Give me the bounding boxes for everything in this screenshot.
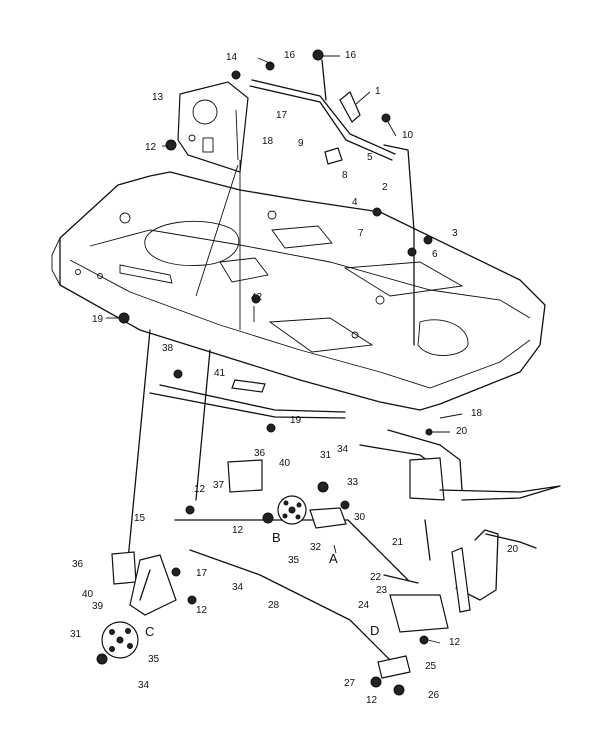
callout-31b: 31 bbox=[70, 629, 82, 640]
callout-3: 3 bbox=[452, 228, 458, 239]
callout-30: 30 bbox=[354, 512, 366, 523]
callout-12d: 12 bbox=[196, 605, 208, 616]
callout-35a: 35 bbox=[288, 555, 300, 566]
callout-12c: 12 bbox=[232, 525, 244, 536]
callout-12f: 12 bbox=[366, 695, 378, 706]
callout-22: 21 bbox=[392, 537, 404, 548]
callout-35b: 35 bbox=[148, 654, 160, 665]
callout-40b: 40 bbox=[82, 589, 94, 600]
callout-16b: 16 bbox=[345, 50, 357, 61]
callout-12e: 12 bbox=[449, 637, 461, 648]
callout-12b: 12 bbox=[194, 484, 206, 495]
callout-labels: 1 2 3 4 5 6 7 8 9 10 12 13 14 16 16 17 1… bbox=[70, 50, 519, 706]
callout-8: 8 bbox=[342, 170, 348, 181]
callout-41: 41 bbox=[214, 368, 226, 379]
callout-2: 2 bbox=[382, 182, 388, 193]
callout-39: 39 bbox=[92, 601, 104, 612]
right-bracket bbox=[359, 429, 561, 613]
callout-14: 14 bbox=[226, 52, 238, 63]
center-linkage bbox=[174, 507, 449, 679]
callout-17b: 17 bbox=[196, 568, 208, 579]
disc-c bbox=[101, 551, 177, 659]
callout-34c: 34 bbox=[138, 680, 150, 691]
disc-b bbox=[227, 459, 307, 525]
callout-4: 4 bbox=[352, 197, 358, 208]
letter-d: D bbox=[370, 623, 379, 638]
callout-38: 38 bbox=[162, 343, 174, 354]
callout-9: 9 bbox=[298, 138, 304, 149]
callout-17a: 17 bbox=[276, 110, 288, 121]
bar-assembly bbox=[249, 59, 415, 346]
callout-24: 23 bbox=[376, 585, 388, 596]
letter-c: C bbox=[145, 624, 154, 639]
callout-15: 15 bbox=[134, 513, 146, 524]
callout-33: 33 bbox=[347, 477, 359, 488]
callout-40a: 40 bbox=[279, 458, 291, 469]
callout-25: 24 bbox=[358, 600, 370, 611]
callout-28: 27 bbox=[344, 678, 356, 689]
callout-19a: 19 bbox=[92, 314, 104, 325]
hardware bbox=[96, 49, 433, 696]
left-frame bbox=[127, 329, 346, 561]
letter-a: A bbox=[329, 551, 338, 566]
callout-7: 7 bbox=[358, 228, 364, 239]
callout-27: 26 bbox=[428, 690, 440, 701]
callout-42: 42 bbox=[251, 292, 263, 303]
callout-36a: 36 bbox=[254, 448, 266, 459]
callout-18a: 18 bbox=[262, 136, 274, 147]
callout-1: 1 bbox=[375, 86, 381, 97]
callout-34a: 34 bbox=[337, 444, 349, 455]
callout-18b: 18 bbox=[471, 408, 483, 419]
upper-plate bbox=[177, 81, 249, 173]
callout-21: 20 bbox=[507, 544, 519, 555]
callout-36b: 36 bbox=[72, 559, 84, 570]
callout-16a: 16 bbox=[284, 50, 296, 61]
callout-20: 20 bbox=[456, 426, 468, 437]
deck-body bbox=[51, 171, 546, 411]
callout-13: 13 bbox=[152, 92, 164, 103]
callout-29: 28 bbox=[268, 600, 280, 611]
callout-26: 25 bbox=[425, 661, 437, 672]
callout-19b: 19 bbox=[290, 415, 302, 426]
callout-12a: 12 bbox=[145, 142, 157, 153]
callout-34b: 34 bbox=[232, 582, 244, 593]
callout-6: 6 bbox=[432, 249, 438, 260]
callout-23: 22 bbox=[370, 572, 382, 583]
callout-5: 5 bbox=[367, 152, 373, 163]
leader-lines bbox=[106, 55, 463, 644]
callout-32: 32 bbox=[310, 542, 322, 553]
callout-31a: 31 bbox=[320, 450, 332, 461]
drop-rods bbox=[195, 160, 255, 330]
callout-37: 37 bbox=[213, 480, 225, 491]
letter-b: B bbox=[272, 530, 281, 545]
callout-10: 10 bbox=[402, 130, 414, 141]
